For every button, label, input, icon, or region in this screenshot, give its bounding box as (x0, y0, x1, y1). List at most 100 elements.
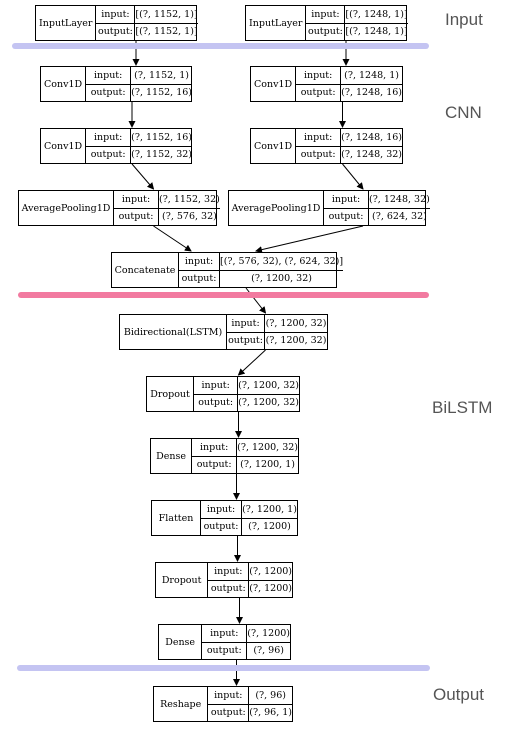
input-shape: (?, 1200, 32) (237, 441, 298, 453)
output-shape: (?, 576, 32) (162, 211, 217, 223)
input-label: input: (201, 501, 242, 518)
layer-name: Dense (151, 439, 193, 473)
layer-name: AveragePooling1D (19, 191, 114, 225)
layer-name: Concatenate (112, 253, 179, 287)
edge-conv2-a-to-pool-a (131, 163, 155, 190)
input-shape: (?, 1200, 1) (242, 503, 297, 515)
layer-name: Dropout (147, 377, 195, 411)
layer-input-row: input:(?, 1200, 32) (192, 439, 298, 456)
layer-output-row: output:(?, 576, 32) (114, 207, 220, 225)
layer-output-row: output:[(?, 1248, 1)] (306, 22, 408, 40)
output-shape: (?, 1200, 1) (240, 459, 295, 471)
layer-input-row: input:(?, 1200, 32) (194, 377, 299, 394)
input-label: input: (194, 377, 239, 394)
output-label: output: (192, 456, 238, 473)
layer-node-bilstm: Bidirectional(LSTM)input:(?, 1200, 32)ou… (119, 314, 328, 350)
layer-input-row: input:[(?, 1152, 1)] (96, 6, 198, 23)
input-shape: (?, 96) (255, 689, 286, 701)
output-label: output: (208, 704, 250, 721)
input-label: input: (179, 253, 220, 270)
layer-input-row: input:(?, 1152, 32) (114, 191, 220, 208)
output-shape: [(?, 1248, 1)] (345, 26, 408, 38)
layer-input-row: input:(?, 1152, 16) (86, 129, 192, 146)
layer-input-row: input:(?, 1200) (208, 563, 292, 580)
input-shape: (?, 1200) (249, 565, 292, 577)
layer-output-row: output:(?, 1200, 32) (227, 331, 327, 349)
output-label: output: (179, 270, 220, 287)
layer-name: Bidirectional(LSTM) (120, 315, 227, 349)
layer-name: InputLayer (36, 6, 97, 40)
layer-output-row: output:(?, 1248, 16) (296, 83, 402, 101)
layer-name: Conv1D (251, 129, 297, 163)
layer-input-row: input:(?, 1200, 1) (201, 501, 297, 518)
layer-name: Conv1D (251, 67, 297, 101)
input-label: input: (202, 625, 248, 642)
layer-output-row: output:[(?, 1152, 1)] (96, 22, 198, 40)
output-shape: (?, 1152, 16) (131, 87, 192, 99)
layer-input-row: input:[(?, 1248, 1)] (306, 6, 408, 23)
output-label: output: (96, 23, 136, 40)
input-label: input: (306, 6, 346, 23)
layer-output-row: output:(?, 1200, 32) (194, 393, 299, 411)
input-label: input: (208, 687, 250, 704)
input-label: input: (296, 129, 342, 146)
output-label: output: (296, 84, 342, 101)
layer-output-row: output:(?, 1200) (208, 579, 292, 597)
output-label: output: (324, 208, 369, 225)
output-section-band (17, 665, 430, 671)
layer-input-row: input:(?, 1248, 1) (296, 67, 402, 84)
layer-input-row: input:(?, 1200) (202, 625, 290, 642)
output-label: output: (194, 394, 239, 411)
output-label: output: (208, 580, 250, 597)
cnn-section-band (18, 292, 429, 298)
output-label: output: (227, 332, 265, 349)
edge-pool-a-to-concat (153, 225, 192, 252)
input-section-band (12, 43, 429, 49)
layer-output-row: output:(?, 1152, 32) (86, 145, 192, 163)
section-label-output: Output (433, 685, 485, 704)
input-shape: (?, 1152, 16) (131, 131, 192, 143)
output-shape: (?, 624, 32) (372, 211, 427, 223)
input-shape: (?, 1248, 16) (341, 131, 402, 143)
layer-input-row: input: (?, 96) (208, 687, 292, 704)
layer-name: AveragePooling1D (229, 191, 324, 225)
input-label: input: (96, 6, 136, 23)
layer-name: Conv1D (41, 129, 87, 163)
input-shape: (?, 1152, 1) (134, 69, 189, 81)
layer-input-row: input:(?, 1200, 32) (227, 315, 327, 332)
layer-output-row: output:(?, 1200, 32) (179, 269, 344, 287)
edge-pool-b-to-concat (255, 225, 364, 254)
output-shape: (?, 1248, 32) (341, 149, 402, 161)
input-shape: (?, 1152, 32) (159, 193, 220, 205)
layer-input-row: input:(?, 1248, 16) (296, 129, 402, 146)
output-shape: (?, 96) (253, 645, 284, 657)
layer-name: Reshape (154, 687, 209, 721)
output-shape: (?, 1200, 32) (238, 397, 299, 409)
output-shape: (?, 96, 1) (249, 707, 292, 719)
output-shape: (?, 1200) (249, 583, 292, 595)
input-shape: [(?, 1248, 1)] (345, 8, 408, 20)
section-label-cnn: CNN (445, 103, 482, 122)
input-label: input: (114, 191, 159, 208)
output-label: output: (296, 146, 342, 163)
layer-output-row: output:(?, 624, 32) (324, 207, 430, 225)
edge-bilstm-to-dropout1 (237, 349, 266, 376)
input-shape: (?, 1200, 32) (265, 317, 327, 329)
layer-name: Dense (159, 625, 203, 659)
output-label: output: (306, 23, 346, 40)
output-shape: (?, 1200) (248, 521, 291, 533)
input-label: input: (208, 563, 250, 580)
input-label: input: (86, 67, 132, 84)
output-label: output: (86, 146, 132, 163)
